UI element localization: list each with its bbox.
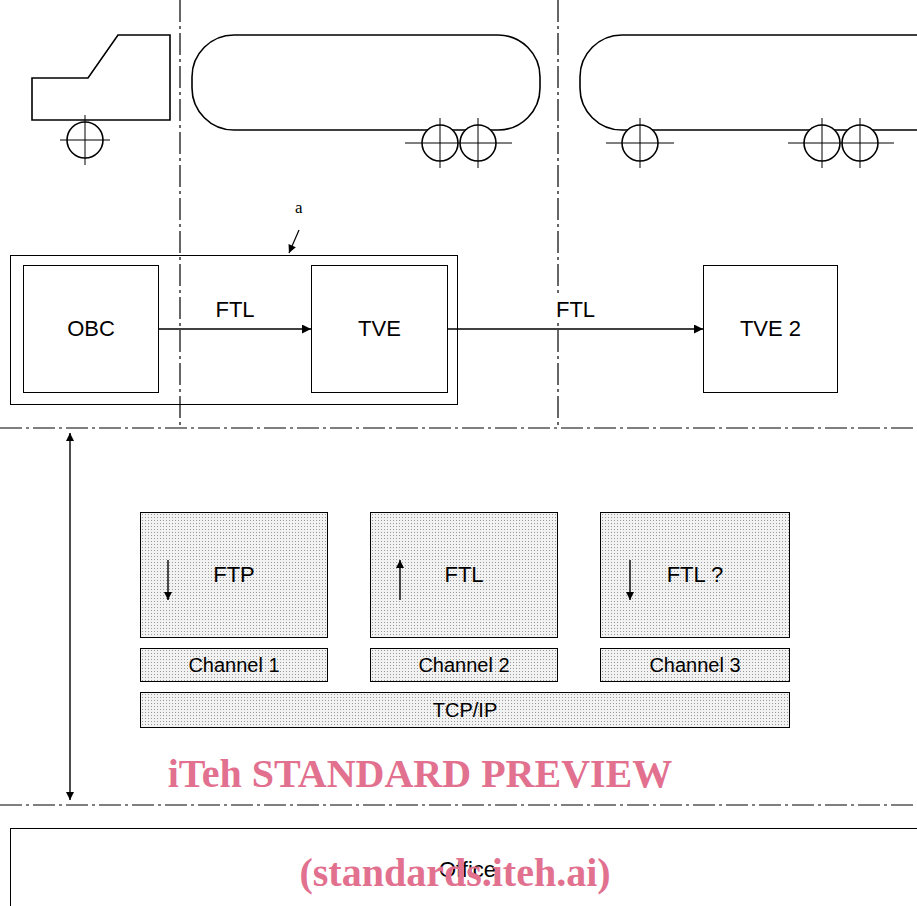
wheel-symbol — [606, 118, 894, 168]
process-box: TCP/IP — [140, 692, 790, 728]
division-line — [0, 0, 917, 805]
office-band: Office — [10, 828, 917, 906]
box-label: TCP/IP — [433, 698, 497, 722]
process-box: FTP — [140, 512, 328, 638]
box-label: TVE — [358, 316, 401, 342]
edge-label: FTL — [213, 297, 256, 323]
direction-arrow — [629, 560, 630, 600]
leader-line — [289, 230, 299, 253]
trailer-body — [192, 35, 540, 130]
watermark: iTeh STANDARD PREVIEW — [168, 750, 673, 797]
box-label: OBC — [67, 316, 115, 342]
edge-label: FTL — [554, 297, 597, 323]
direction-arrow — [399, 560, 400, 600]
process-box: Channel 3 — [600, 648, 790, 682]
process-box: FTL ? — [600, 512, 790, 638]
process-box: TVE 2 — [703, 265, 838, 393]
box-label: Channel 3 — [649, 653, 740, 677]
flow-arrow — [159, 328, 311, 330]
box-label: TVE 2 — [740, 316, 801, 342]
truck-cab — [32, 35, 170, 120]
box-label: Office — [439, 857, 496, 883]
box-label: FTL ? — [667, 562, 724, 588]
wheel-symbol — [60, 115, 110, 165]
flow-arrow — [448, 328, 703, 330]
process-box: FTL — [370, 512, 558, 638]
communication-arrow — [69, 433, 70, 800]
direction-arrow — [167, 560, 168, 600]
box-label: FTP — [213, 562, 255, 588]
system-group-box: OBCTVEa — [10, 255, 458, 405]
box-label: FTL — [444, 562, 483, 588]
box-label: Channel 2 — [418, 653, 509, 677]
process-box: TVE — [311, 265, 448, 393]
callout-letter: a — [295, 198, 303, 218]
process-box: Channel 1 — [140, 648, 328, 682]
process-box: Channel 2 — [370, 648, 558, 682]
trailer-body — [580, 35, 917, 130]
wheel-symbol — [405, 118, 512, 168]
box-label: Channel 1 — [188, 653, 279, 677]
process-box: OBC — [23, 265, 159, 393]
